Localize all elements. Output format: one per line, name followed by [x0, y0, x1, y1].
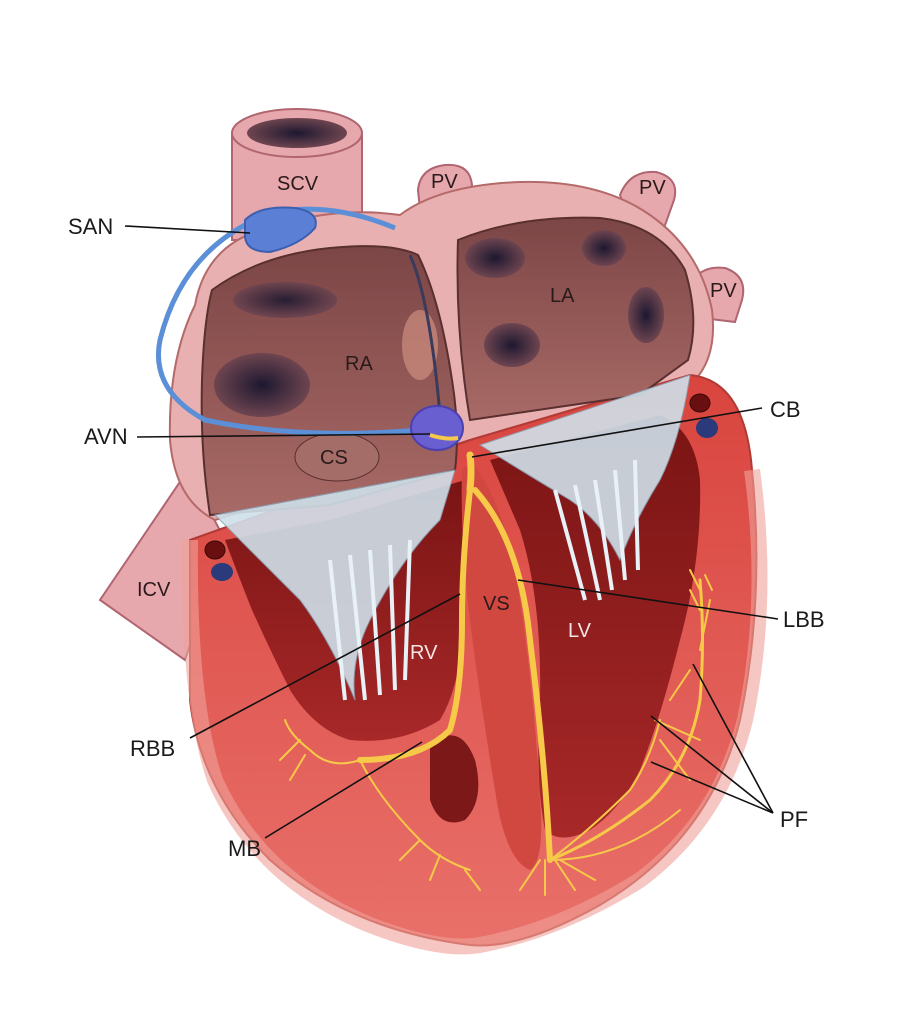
label-scv: SCV	[277, 173, 319, 195]
left-atrium-chamber	[456, 216, 695, 422]
label-pv-1: PV	[431, 171, 458, 193]
label-mb: MB	[228, 836, 261, 861]
pf-leader-1	[692, 663, 774, 814]
pf-leader-2	[650, 715, 774, 814]
avn-leader	[136, 433, 431, 438]
rbb-leader	[189, 593, 461, 739]
label-lbb: LBB	[783, 607, 825, 632]
label-pv-2: PV	[639, 177, 666, 199]
mb-leader	[264, 741, 423, 839]
label-pf: PF	[780, 807, 808, 832]
tricuspid-valve	[213, 469, 456, 701]
san-leader	[124, 225, 251, 234]
interventricular-septum	[461, 465, 542, 870]
label-pv-3: PV	[710, 280, 737, 302]
atrioventricular-node	[410, 405, 464, 451]
label-cb: CB	[770, 397, 801, 422]
label-icv: ICV	[137, 579, 171, 601]
conduction-system	[279, 451, 713, 896]
label-ra: RA	[345, 353, 373, 375]
label-avn: AVN	[84, 424, 128, 449]
label-rbb: RBB	[130, 736, 175, 761]
mitral-valve	[478, 374, 691, 601]
cb-leader	[471, 407, 763, 458]
label-lv: LV	[568, 620, 592, 642]
label-la: LA	[550, 285, 575, 307]
label-cs: CS	[320, 447, 348, 469]
label-san: SAN	[68, 214, 113, 239]
sinoatrial-node	[244, 206, 317, 254]
labels: SCV PV PV PV SAN LA RA AVN CB CS ICV VS …	[68, 171, 825, 861]
lbb-leader	[517, 579, 779, 620]
leader-lines	[124, 225, 779, 839]
pf-leader-3	[650, 761, 774, 814]
label-rv: RV	[410, 642, 438, 664]
right-atrium-chamber	[200, 245, 458, 517]
label-vs: VS	[483, 593, 510, 615]
coronary-vessels	[204, 393, 718, 581]
